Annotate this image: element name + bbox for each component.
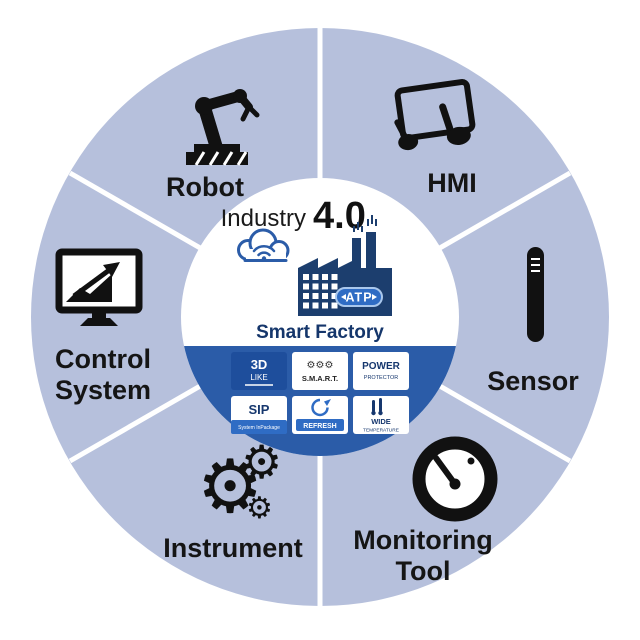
badge-sip-title: SIP xyxy=(249,402,270,417)
badge-wide-sub: TEMPERATURE xyxy=(363,428,399,434)
refresh-arrowhead xyxy=(324,399,331,406)
gear-medium-icon: ⚙ xyxy=(241,436,282,488)
sensor-probe-icon xyxy=(527,247,544,342)
atp-label: ATP xyxy=(345,291,372,305)
badge-3d-like-sub: LIKE xyxy=(250,373,267,382)
badge-refresh-title: REFRESH xyxy=(303,423,336,430)
monitor-chart-icon xyxy=(55,248,143,326)
title-version: 4.0 xyxy=(313,195,366,237)
chart-arrowhead xyxy=(103,262,120,277)
cloud-body xyxy=(246,249,286,260)
segment-robot: Robot xyxy=(166,89,260,202)
atp-arrow-left-icon xyxy=(341,294,346,300)
badge-3d-like-box xyxy=(231,352,287,390)
factory-windows xyxy=(303,274,338,309)
badge-refresh: REFRESH xyxy=(292,396,348,434)
thermometer-bulb xyxy=(371,410,376,416)
badge-smart-title: S.M.A.R.T. xyxy=(302,374,338,383)
gear-large-icon: ⚙ xyxy=(197,445,263,528)
title-industry: Industry xyxy=(221,205,306,232)
sensor-body xyxy=(527,247,544,342)
chart-arrow-line xyxy=(72,265,114,299)
sensor-marks xyxy=(531,258,540,272)
badge-power-sub: PROTECTOR xyxy=(364,375,398,381)
monitoring-tool-label-line1: Monitoring xyxy=(353,525,492,555)
cloud-wifi-icon xyxy=(237,228,290,262)
badge-wide-title: WIDE xyxy=(371,417,391,426)
segment-monitoring-tool: Monitoring Tool xyxy=(353,436,498,586)
segment-instrument: ⚙ ⚙ ⚙ Instrument xyxy=(163,436,303,563)
factory-chimney xyxy=(366,232,376,272)
badge-sip-sub: System InPackage xyxy=(238,425,280,431)
robot-label: Robot xyxy=(166,172,244,202)
atp-badge: ATP xyxy=(335,287,383,307)
gears-icon: ⚙ ⚙ ⚙ xyxy=(197,436,282,528)
badge-power-title: POWER xyxy=(362,361,401,372)
control-system-label-line1: Control xyxy=(55,344,151,374)
smart-factory-caption: Smart Factory xyxy=(256,322,384,343)
gauge-hub xyxy=(449,478,461,490)
hmi-label: HMI xyxy=(427,168,477,198)
badge-3d-like: 3D LIKE xyxy=(231,352,287,390)
robot-elbow-joint xyxy=(195,97,213,115)
thermometer-icon xyxy=(372,400,375,412)
factory-vent-lines xyxy=(353,215,377,232)
thermometer-bulb xyxy=(378,410,383,416)
hmi-pointing-finger xyxy=(439,103,454,132)
wifi-arc-inner xyxy=(257,251,271,257)
sensor-label: Sensor xyxy=(487,366,579,396)
instrument-label: Instrument xyxy=(163,533,303,563)
factory-icon: ATP xyxy=(298,215,392,316)
badge-wide-temperature: WIDE TEMPERATURE xyxy=(353,396,409,434)
thermometer-icon xyxy=(379,398,382,412)
gauge-tick xyxy=(467,457,475,465)
hmi-right-hand xyxy=(446,126,471,146)
hmi-left-thumb xyxy=(394,119,408,139)
factory-chimney xyxy=(352,238,361,272)
hmi-tablet xyxy=(394,79,476,141)
badge-power-protector: POWER PROTECTOR xyxy=(353,352,409,390)
monitor-base xyxy=(80,318,118,326)
robot-base-hatching xyxy=(194,151,248,166)
badge-power-box xyxy=(353,352,409,390)
segment-control-system: Control System xyxy=(55,248,151,405)
robot-claw-prong xyxy=(246,104,260,118)
badge-smart: ⚙⚙⚙ S.M.A.R.T. xyxy=(292,352,348,390)
badge-smart-box xyxy=(292,352,348,390)
refresh-arrow-icon xyxy=(311,398,329,417)
robot-base-plate xyxy=(194,144,240,152)
gauge-icon xyxy=(412,436,498,522)
robot-arm-icon xyxy=(186,89,260,166)
badge-sip: SIP System InPackage xyxy=(231,396,287,434)
smart-gears-icon: ⚙⚙⚙ xyxy=(307,360,334,371)
badge-3d-like-title: 3D xyxy=(251,357,268,372)
monitoring-tool-label-line2: Tool xyxy=(396,556,451,586)
atp-arrow-right-icon xyxy=(372,294,377,300)
wifi-arc-outer xyxy=(252,245,276,253)
wifi-dot xyxy=(261,256,267,261)
monitor-stand xyxy=(92,310,106,319)
segment-hmi: HMI xyxy=(394,79,477,198)
control-system-label-line2: System xyxy=(55,375,151,405)
badge-refresh-strip xyxy=(296,419,344,431)
atp-badge-pill xyxy=(335,287,383,307)
badge-sip-strip xyxy=(231,420,287,434)
gear-small-icon: ⚙ xyxy=(246,492,273,525)
hands-tablet-icon xyxy=(394,79,476,151)
segment-sensor: Sensor xyxy=(487,247,579,396)
